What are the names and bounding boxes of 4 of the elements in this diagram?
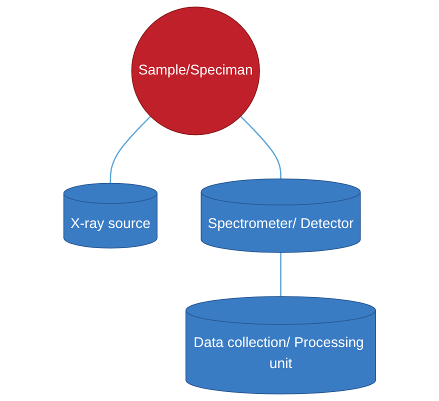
node-circle: Sample/Speciman bbox=[131, 6, 260, 136]
connector bbox=[240, 116, 282, 179]
connector bbox=[110, 116, 151, 184]
connector bbox=[280, 252, 282, 297]
